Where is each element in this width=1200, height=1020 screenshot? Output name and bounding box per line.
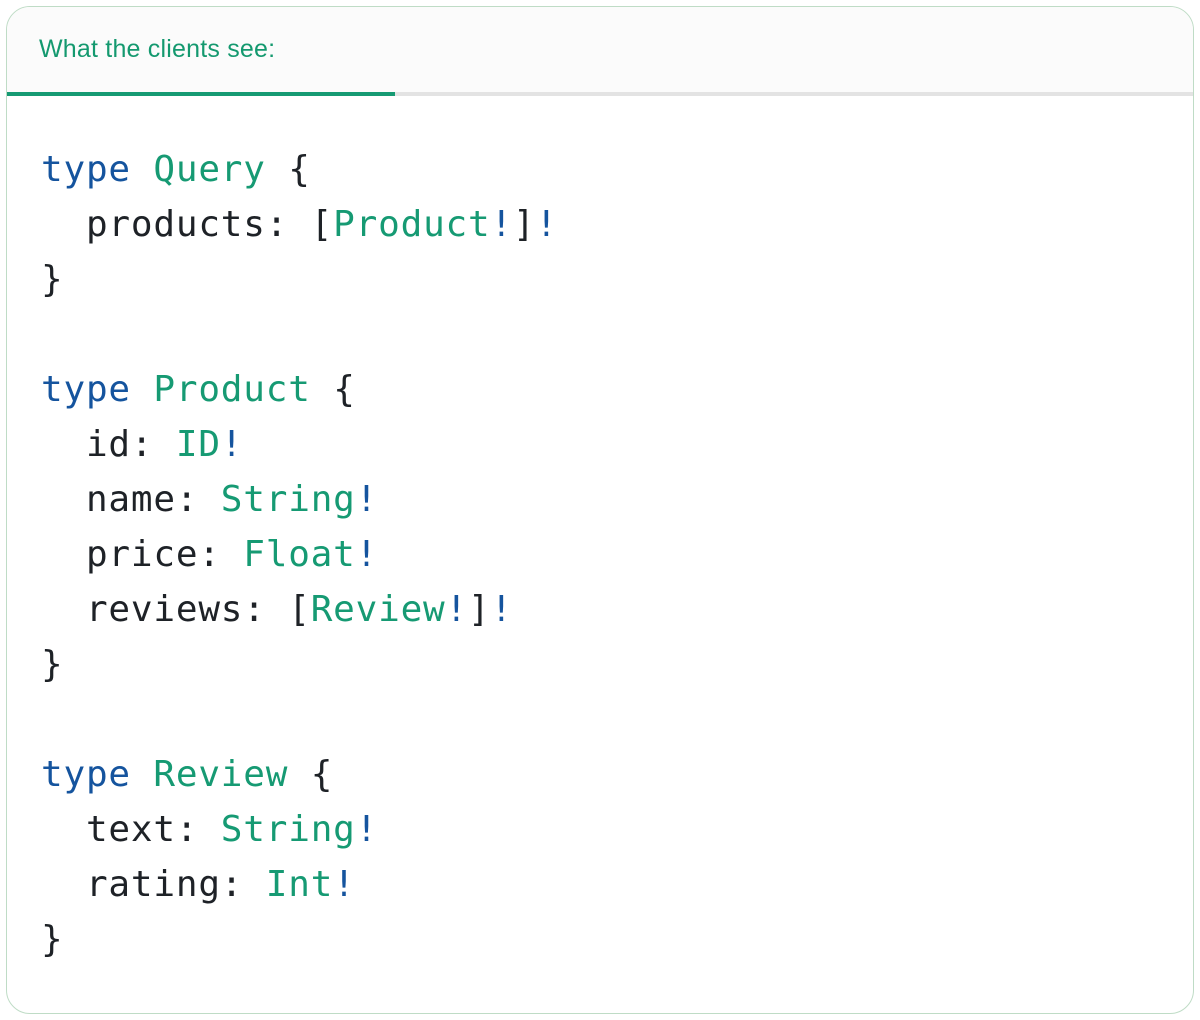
token-pl: } — [41, 644, 64, 685]
token-bang: ! — [355, 479, 379, 520]
token-kw: type — [41, 754, 131, 795]
token-pl: name: — [41, 479, 221, 520]
token-bang: ! — [355, 809, 379, 850]
token-bang: ! — [445, 589, 469, 630]
header-divider — [7, 92, 1193, 96]
code-line: } — [41, 912, 1173, 967]
token-pl: products: [ — [41, 204, 334, 245]
code-line — [41, 692, 1173, 747]
code-line: rating: Int! — [41, 857, 1173, 912]
code-line: text: String! — [41, 802, 1173, 857]
code-panel-card: What the clients see: type Query { produ… — [6, 6, 1194, 1014]
code-line: reviews: [Review!]! — [41, 582, 1173, 637]
token-pl: } — [41, 259, 64, 300]
token-ty: Product — [333, 204, 491, 245]
active-tab-underline — [7, 92, 395, 96]
code-line: } — [41, 252, 1173, 307]
token-pl — [131, 149, 153, 190]
code-line — [41, 307, 1173, 362]
token-pl: price: — [41, 534, 244, 575]
token-pl — [131, 369, 153, 410]
token-pl — [131, 754, 153, 795]
token-pl: reviews: [ — [41, 589, 311, 630]
token-pl: rating: — [41, 864, 266, 905]
token-pl: } — [41, 919, 64, 960]
graphql-schema-code: type Query { products: [Product!]!} type… — [7, 96, 1193, 967]
panel-header: What the clients see: — [7, 7, 1193, 92]
panel-title: What the clients see: — [39, 35, 276, 63]
code-line: products: [Product!]! — [41, 197, 1173, 252]
token-ty: Query — [153, 149, 266, 190]
code-line: id: ID! — [41, 417, 1173, 472]
token-ty: Review — [310, 589, 446, 630]
token-pl: { — [265, 149, 311, 190]
token-bang: ! — [535, 204, 558, 245]
token-ty: String — [220, 809, 356, 850]
token-pl: { — [310, 369, 356, 410]
token-kw: type — [41, 149, 131, 190]
token-pl: { — [288, 754, 334, 795]
token-ty: Product — [153, 369, 311, 410]
token-pl: ] — [468, 589, 491, 630]
token-bang: ! — [355, 534, 379, 575]
code-line: name: String! — [41, 472, 1173, 527]
token-bang: ! — [333, 864, 356, 905]
token-ty: String — [220, 479, 356, 520]
code-line: type Review { — [41, 747, 1173, 802]
token-ty: Float — [243, 534, 356, 575]
code-line: type Product { — [41, 362, 1173, 417]
token-pl: text: — [41, 809, 221, 850]
token-kw: type — [41, 369, 131, 410]
divider-line — [395, 92, 1193, 96]
token-ty: Review — [153, 754, 289, 795]
code-line: type Query { — [41, 142, 1173, 197]
token-bang: ! — [490, 589, 513, 630]
token-ty: Int — [265, 864, 334, 905]
token-pl: id: — [41, 424, 176, 465]
token-bang: ! — [220, 424, 244, 465]
token-bang: ! — [490, 204, 513, 245]
code-content: type Query { products: [Product!]!} type… — [41, 142, 1173, 967]
code-line: } — [41, 637, 1173, 692]
token-ty: ID — [175, 424, 221, 465]
token-pl: ] — [512, 204, 536, 245]
code-line: price: Float! — [41, 527, 1173, 582]
